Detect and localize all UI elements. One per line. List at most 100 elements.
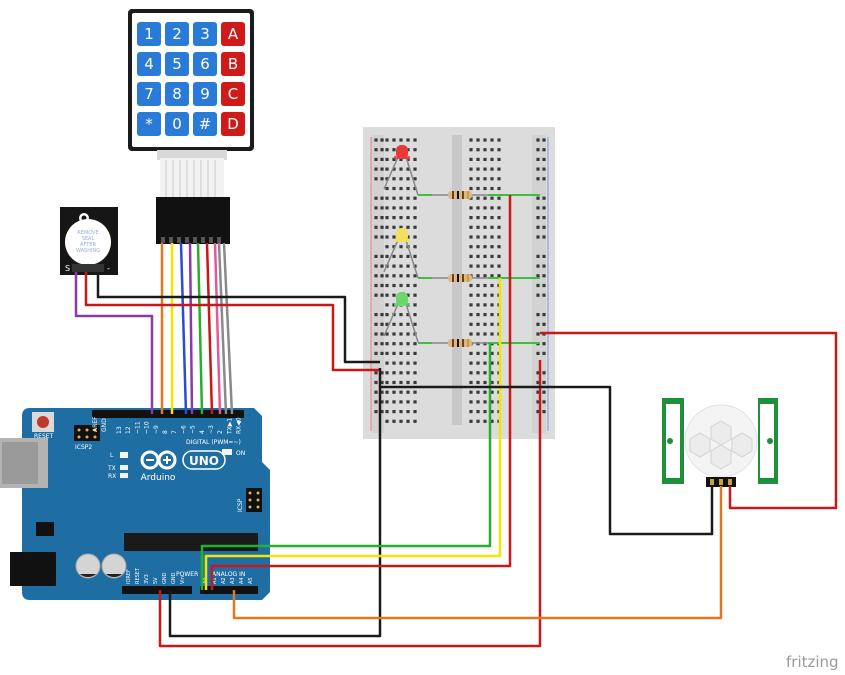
keypad-key-label: D: [227, 115, 239, 133]
keypad-key-label: 0: [172, 115, 182, 133]
led-yellow: [383, 228, 419, 279]
keypad-key[interactable]: 8: [165, 82, 189, 106]
keypad-key[interactable]: A: [221, 22, 245, 46]
wire-keypad-pink: [213, 242, 222, 415]
buzzer-pin-minus-label: -: [107, 264, 110, 273]
power-pin-label: GND: [171, 572, 177, 584]
buzzer-sticker-3: AFTER: [80, 242, 96, 248]
wire-gnd-rail: [168, 368, 382, 638]
wire-pir-vcc: [540, 331, 838, 510]
keypad-key[interactable]: #: [193, 112, 217, 136]
digital-pin-label: TX▶1: [226, 418, 233, 435]
wire-buzzer-signal: [74, 272, 154, 414]
power-label: POWER: [176, 571, 198, 578]
fritzing-watermark: fritzing: [786, 653, 839, 671]
wire-keypad-purple: [188, 242, 194, 415]
buzzer-sticker-2: SEAL: [82, 236, 95, 242]
power-pin-label: 3V3: [144, 574, 150, 584]
digital-pin-label: ~3: [208, 425, 215, 434]
analog-header: [200, 586, 258, 594]
wire-led-red: [210, 195, 512, 590]
wire-keypad-gray: [222, 242, 234, 415]
resistor-2: [432, 274, 488, 282]
keypad-key[interactable]: 1: [137, 22, 161, 46]
keypad-key[interactable]: 5: [165, 52, 189, 76]
keypad-key[interactable]: 2: [165, 22, 189, 46]
keypad-key[interactable]: C: [221, 82, 245, 106]
icsp-header: [246, 488, 262, 512]
power-jack: [10, 552, 56, 586]
keypad-key-label: *: [145, 115, 153, 133]
power-pin-label: RESET: [135, 567, 141, 584]
power-pin-label: 5V: [153, 577, 159, 584]
analog-pin-label: A2: [221, 577, 227, 584]
rx-led-label: RX: [108, 473, 116, 480]
power-header: [122, 586, 192, 594]
analog-pin-label: A3: [230, 577, 236, 584]
keypad-key[interactable]: D: [221, 112, 245, 136]
digital-pin-label: 12: [125, 426, 132, 434]
keypad-key[interactable]: 6: [193, 52, 217, 76]
keypad-key[interactable]: 4: [137, 52, 161, 76]
wire-keypad-blue: [179, 242, 188, 415]
digital-pin-label: 13: [116, 426, 123, 434]
keypad-ribbon-cable: [160, 158, 224, 200]
buzzer-pin-s-label: S: [65, 264, 70, 273]
digital-header: [92, 410, 244, 418]
keypad-key-label: 1: [144, 25, 154, 43]
keypad-key[interactable]: 3: [193, 22, 217, 46]
wire-buzzer-red: [84, 272, 380, 372]
digital-pin-label: ~11: [134, 421, 141, 434]
keypad-key[interactable]: 0: [165, 112, 189, 136]
keypad-key[interactable]: 9: [193, 82, 217, 106]
wire-pir-signal: [232, 486, 723, 620]
digital-pin-label: 8: [162, 430, 169, 434]
resistor-1: [432, 191, 488, 199]
keypad-key[interactable]: *: [137, 112, 161, 136]
wires: [74, 195, 838, 648]
digital-pin-label: ~10: [144, 421, 151, 434]
keypad-key-label: C: [228, 85, 238, 103]
power-pin-label: GND: [162, 572, 168, 584]
keypad-key-label: 6: [200, 55, 210, 73]
pir-sensor: [662, 398, 778, 487]
keypad-key-label: 4: [144, 55, 154, 73]
keypad-key[interactable]: B: [221, 52, 245, 76]
digital-pin-label: ~6: [180, 425, 187, 434]
arduino-logo-icon: [140, 450, 177, 470]
wire-5v-rail: [158, 360, 542, 648]
uno-label: UNO: [189, 454, 219, 468]
resistors: [432, 191, 488, 347]
buzzer-module: REMOVE SEAL AFTER WASHING S -: [60, 207, 118, 275]
digital-pin-label: ~5: [190, 425, 197, 434]
power-pin-label: IOREF: [126, 569, 132, 584]
digital-pin-label: 4: [199, 430, 206, 434]
tx-led-label: TX: [107, 465, 116, 472]
aref-label: AREF: [92, 416, 99, 432]
analog-pin-label: A4: [239, 577, 245, 584]
keypad-key-label: A: [228, 25, 239, 43]
analog-pin-label: A1: [212, 577, 218, 584]
keypad-connector: [156, 197, 230, 244]
arduino-label: Arduino: [141, 473, 176, 483]
keypad-key-label: 2: [172, 25, 182, 43]
wire-led-yellow: [204, 278, 502, 590]
keypad-key-label: 8: [172, 85, 182, 103]
digital-pin-label: ~9: [153, 425, 160, 434]
keypad-key-label: 5: [172, 55, 182, 73]
analog-label: ANALOG IN: [212, 571, 245, 578]
buzzer-sticker-1: REMOVE: [77, 230, 98, 236]
capacitor-2: [101, 553, 127, 579]
atmega-chip: [124, 533, 258, 551]
buzzer-sticker-4: WASHING: [76, 248, 100, 254]
keypad-key-label: 7: [144, 85, 154, 103]
breadboard-jumpers: [418, 194, 540, 344]
icsp-label: ICSP: [237, 498, 244, 512]
reset-label: RESET: [34, 433, 54, 440]
wire-keypad-green: [196, 242, 204, 415]
keypad-key[interactable]: 7: [137, 82, 161, 106]
